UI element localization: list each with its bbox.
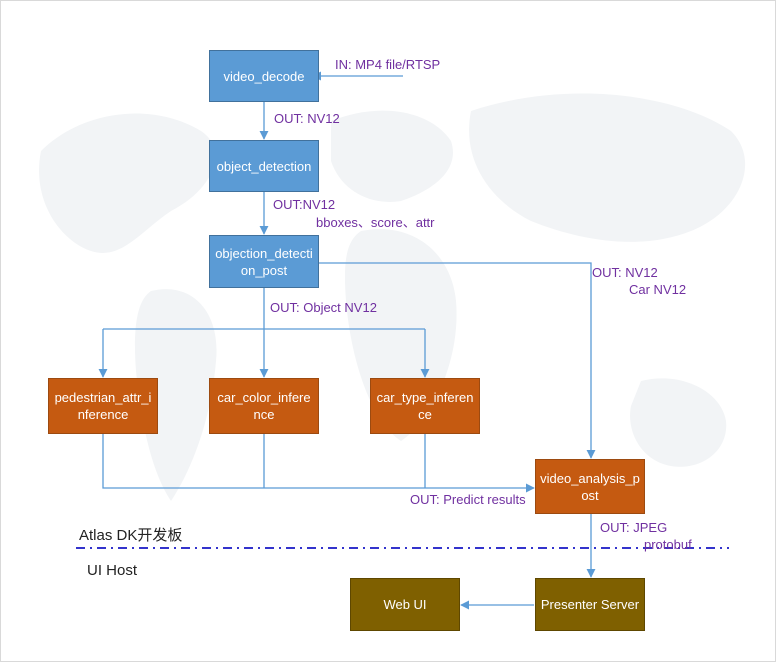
detection-output-label: OUT:NV12 xyxy=(273,197,336,212)
bboxes-label: bboxes、score、attr xyxy=(316,215,435,230)
objection-detection-post-node[interactable]: objection_detection_post xyxy=(209,235,319,288)
car-color-inference-node[interactable]: car_color_inference xyxy=(209,378,319,434)
presenter-server-node[interactable]: Presenter Server xyxy=(535,578,645,631)
post-right-output-label: OUT: NV12 xyxy=(592,265,658,280)
video-analysis-post-node[interactable]: video_analysis_post xyxy=(535,459,645,514)
protobuf-label: protobuf xyxy=(644,537,692,552)
atlas-board-label: Atlas DK开发板 xyxy=(79,527,183,544)
car-type-inference-node[interactable]: car_type_inference xyxy=(370,378,480,434)
predict-results-label: OUT: Predict results xyxy=(410,492,526,507)
car-nv12-label: Car NV12 xyxy=(629,282,687,297)
ui-host-label: UI Host xyxy=(87,562,138,579)
pedestrian-to-analysis-arrow xyxy=(102,434,535,493)
input-label: IN: MP4 file/RTSP xyxy=(335,57,441,72)
post-to-analysis-arrow xyxy=(319,262,596,459)
web-ui-node[interactable]: Web UI xyxy=(350,578,460,631)
jpeg-output-label: OUT: JPEG xyxy=(600,520,668,535)
object-detection-node[interactable]: object_detection xyxy=(209,140,319,192)
post-output-label: OUT: Object NV12 xyxy=(270,300,377,315)
video-decode-node[interactable]: video_decode xyxy=(209,50,319,102)
pedestrian-attr-inference-node[interactable]: pedestrian_attr_inference xyxy=(48,378,158,434)
decode-output-label: OUT: NV12 xyxy=(274,111,340,126)
